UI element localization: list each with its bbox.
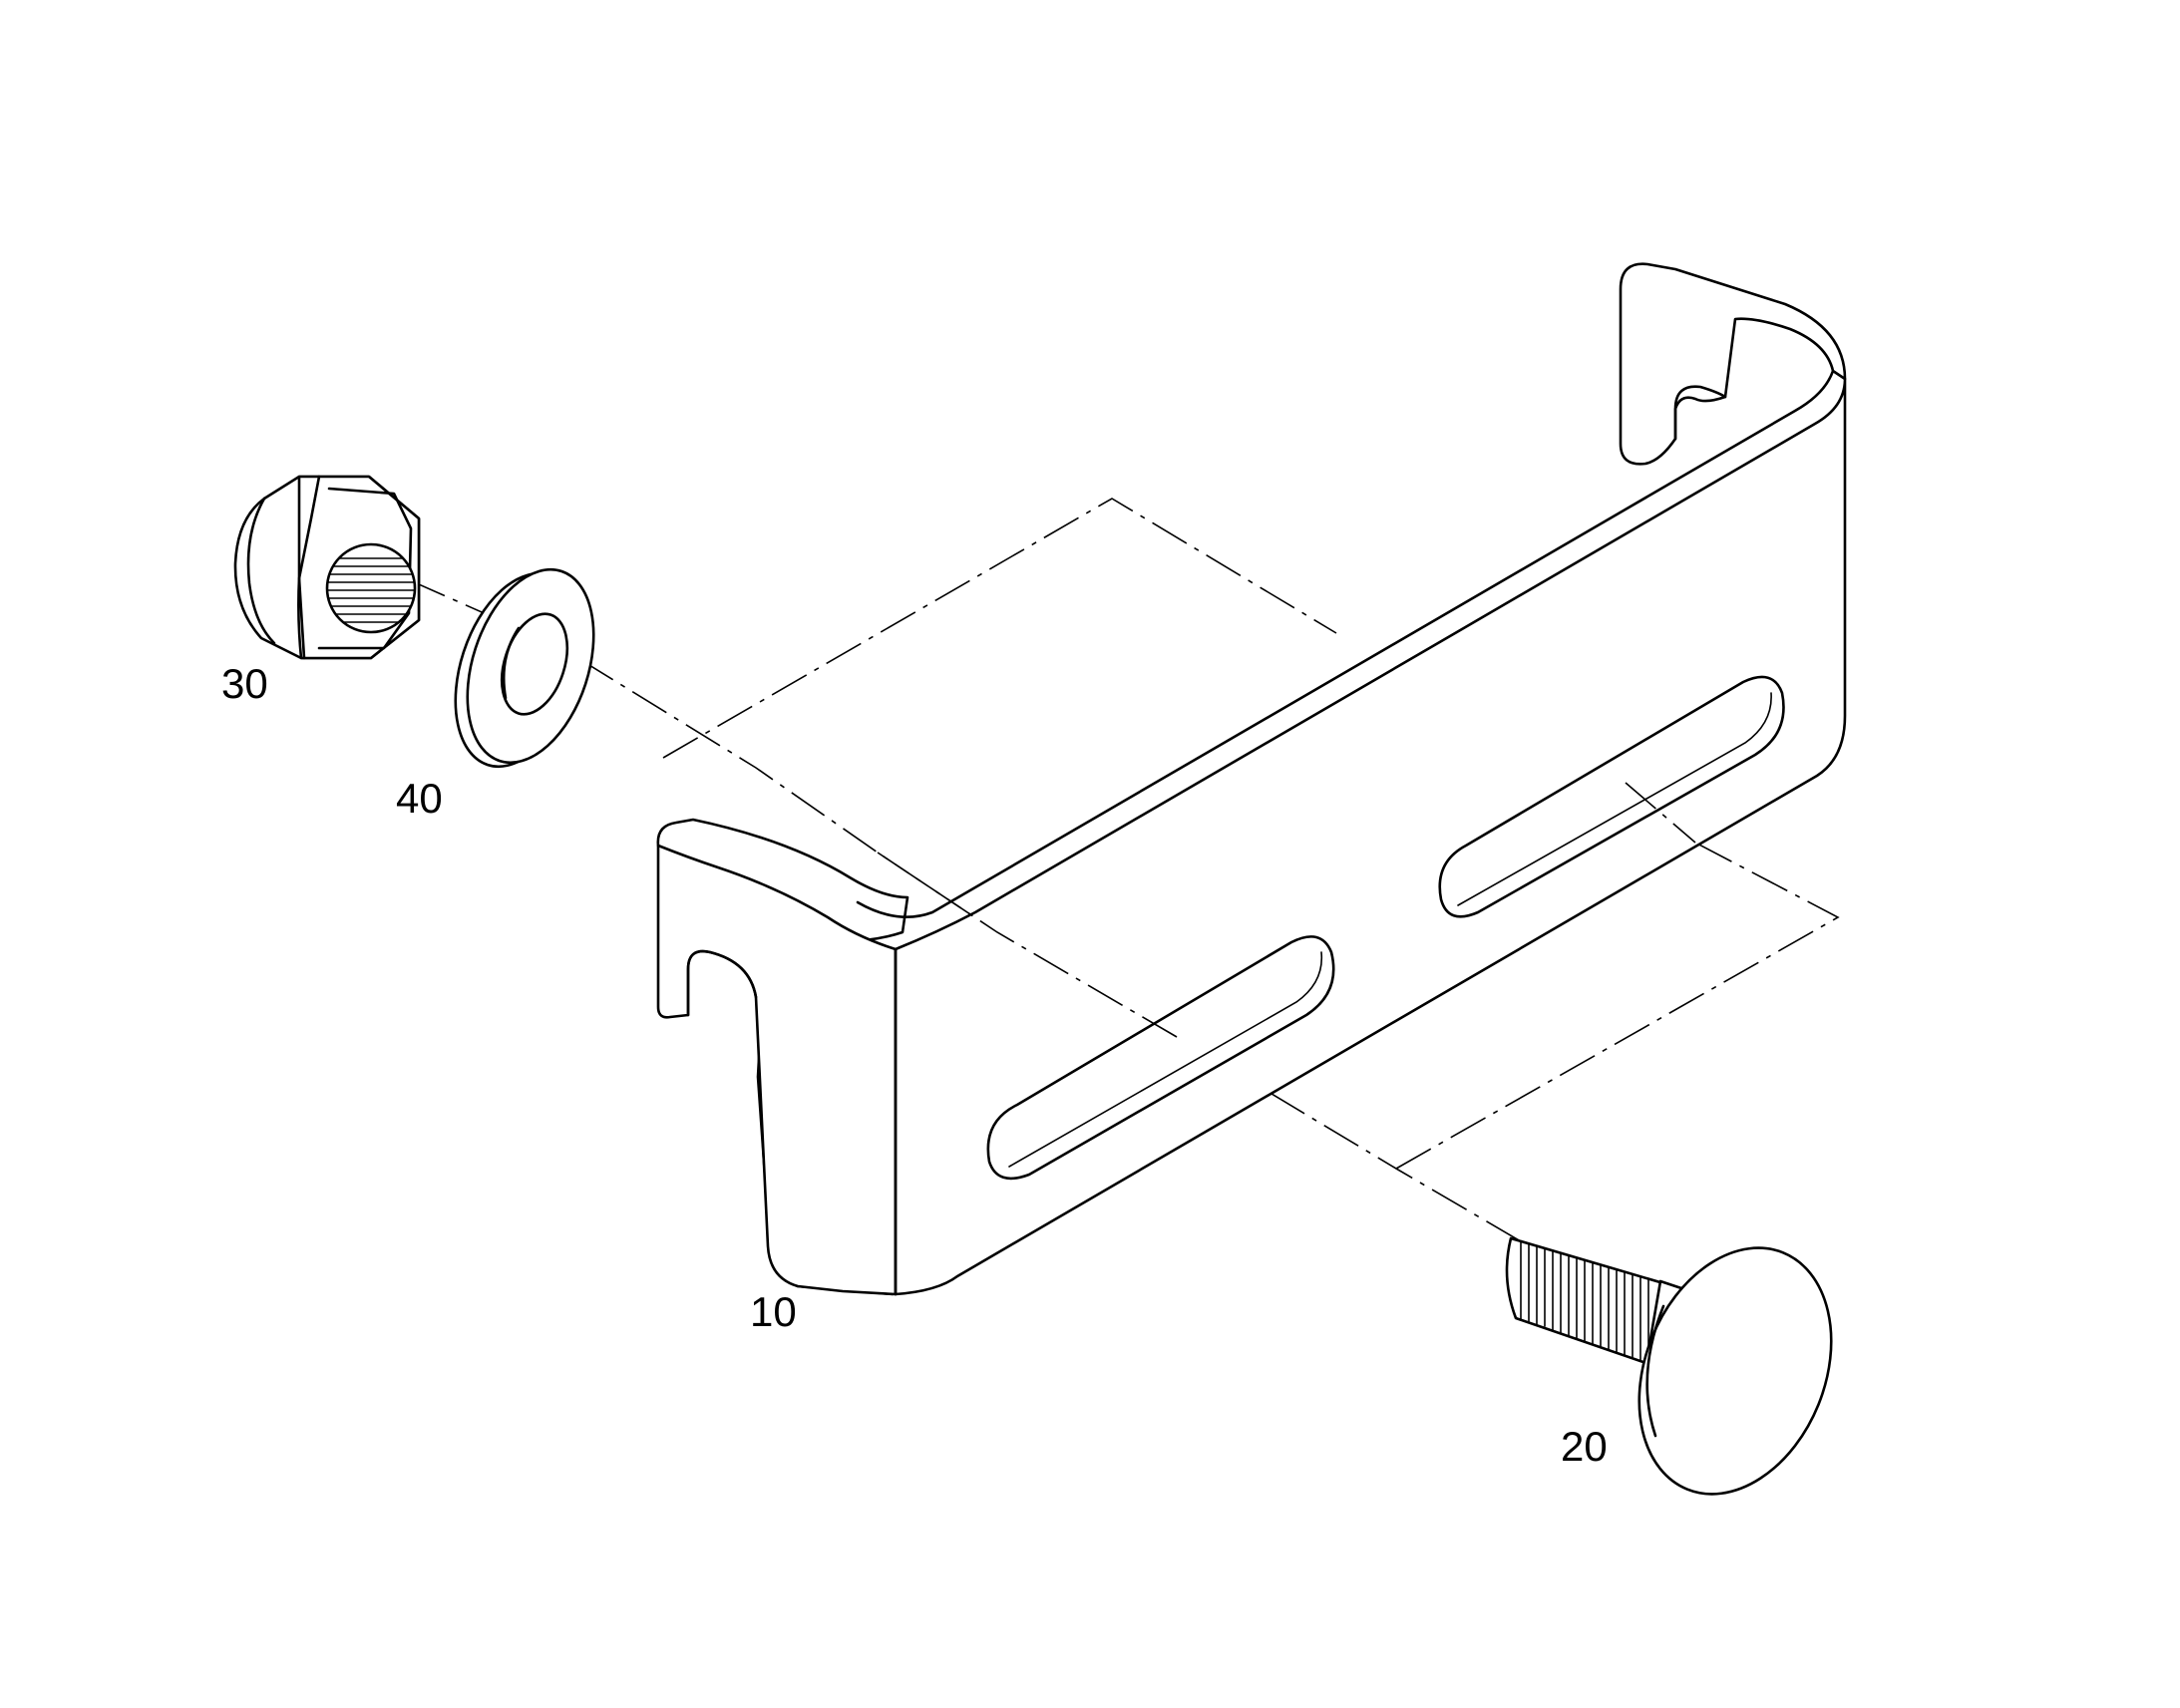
callout-30: 30 <box>221 660 268 707</box>
bracket-top-edge <box>856 369 1835 918</box>
callout-40: 40 <box>396 775 443 822</box>
centerline-slot-lower <box>877 852 1178 1038</box>
bracket-hook-inner-slot <box>686 949 758 1017</box>
centerline-right-frame <box>1395 842 1840 1170</box>
centerline-slot-upper <box>1625 782 1696 844</box>
nut-flange <box>246 497 276 645</box>
bracket-right-hook <box>1619 262 1847 466</box>
washer-part-40: 40 <box>396 567 595 822</box>
bracket-part-10: 10 <box>656 262 1847 1335</box>
centerline-upper-frame <box>662 498 1337 759</box>
callout-10: 10 <box>750 1288 797 1335</box>
bolt-head-edge <box>1645 1304 1665 1438</box>
bolt-head <box>1637 1246 1833 1496</box>
bolt-part-20: 20 <box>1505 1236 1833 1496</box>
washer-hole-depth <box>502 626 521 700</box>
bracket-right-hook-slot <box>1673 385 1727 441</box>
bracket-slot-upper <box>1438 675 1785 918</box>
callout-20: 20 <box>1561 1423 1608 1470</box>
bracket-slot-lower <box>986 935 1335 1181</box>
bolt-thread <box>1520 1238 1649 1365</box>
nut-hex-edge <box>297 475 321 660</box>
nut-part-30: 30 <box>221 475 421 707</box>
nut-thread <box>327 557 415 623</box>
